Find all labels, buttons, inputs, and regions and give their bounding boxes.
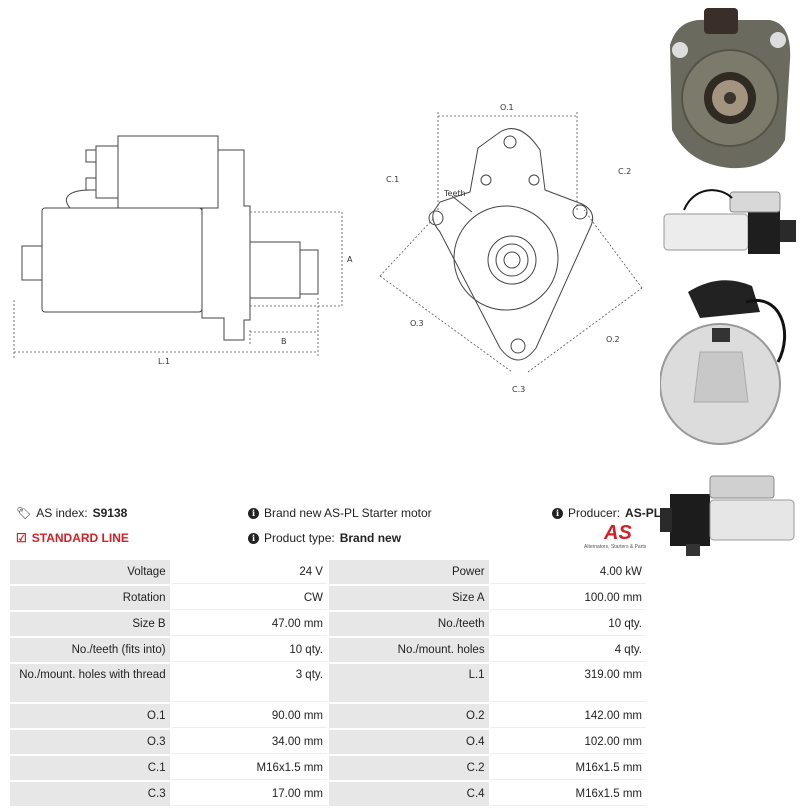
dim-label-c1: C.1 [386, 175, 399, 184]
spec-value: CW [171, 586, 327, 610]
spec-label: O.2 [328, 704, 489, 728]
spec-value: 142.00 mm [490, 704, 646, 728]
photo-front [670, 8, 791, 169]
dim-label-o2: O.2 [606, 335, 620, 344]
info-icon: i [248, 532, 259, 544]
solenoid-outline [117, 135, 219, 209]
as-pl-logo: AS Alternators, Starters & Parts [584, 522, 654, 554]
spec-value: 17.00 mm [171, 782, 327, 806]
spec-label: Size A [328, 586, 489, 610]
spec-label: L.1 [328, 664, 489, 702]
photo-rear [660, 280, 787, 445]
info-icon: i [248, 507, 259, 519]
spec-value: 34.00 mm [171, 730, 327, 754]
spec-value: 4.00 kW [490, 560, 646, 584]
technical-drawing: A B L.1 O.1 O.2 O.3 C.1 C.2 C.3 Teeth [0, 0, 660, 470]
producer-label: Producer: [568, 506, 621, 520]
brand-info: i Brand new AS-PL Starter motor [248, 506, 432, 520]
spec-value: 90.00 mm [171, 704, 327, 728]
producer-value: AS-PL [625, 506, 662, 520]
spec-label: C.2 [328, 756, 489, 780]
spec-label: No./teeth [328, 612, 489, 636]
logo-mark: AS [604, 522, 632, 544]
product-type: i Product type: Brand new [248, 531, 401, 545]
dim-label-b: B [281, 337, 287, 346]
spec-label: No./mount. holes [328, 638, 489, 662]
spec-label: O.4 [328, 730, 489, 754]
product-info: 🏷︎ AS index: S9138 ☑ STANDARD LINE i Bra… [0, 500, 800, 560]
spec-value: 10 qty. [171, 638, 327, 662]
spec-label: No./mount. holes with thread [10, 664, 170, 702]
dim-label-o1: O.1 [500, 103, 514, 112]
standard-line-label: STANDARD LINE [31, 531, 129, 545]
spec-value: 47.00 mm [171, 612, 327, 636]
dim-label-l1: L.1 [158, 357, 170, 366]
spec-value: 319.00 mm [490, 664, 646, 702]
spec-value: 4 qty. [490, 638, 646, 662]
spec-label: C.3 [10, 782, 170, 806]
spec-label: Voltage [10, 560, 170, 584]
dim-label-a: A [347, 255, 353, 264]
product-type-label: Product type: [264, 531, 335, 545]
dim-label-o3: O.3 [410, 319, 424, 328]
spec-value: M16x1.5 mm [490, 756, 646, 780]
spec-value: 100.00 mm [490, 586, 646, 610]
standard-line: ☑ STANDARD LINE [16, 531, 129, 545]
spec-value: 3 qty. [171, 664, 327, 702]
dim-label-c2: C.2 [618, 167, 631, 176]
motor-body-outline [41, 207, 203, 313]
spec-label: Size B [10, 612, 170, 636]
tag-icon: 🏷︎ [16, 506, 32, 520]
brand-text: Brand new AS-PL Starter motor [264, 506, 432, 520]
spec-value: 10 qty. [490, 612, 646, 636]
spec-label: C.1 [10, 756, 170, 780]
spec-value: 102.00 mm [490, 730, 646, 754]
checkbox-icon: ☑ [16, 531, 27, 545]
as-index-value: S9138 [92, 506, 128, 520]
producer: i Producer: AS-PL [552, 506, 661, 520]
spec-label: Power [328, 560, 489, 584]
teeth-label: Teeth [443, 189, 466, 198]
spec-label: No./teeth (fits into) [10, 638, 170, 662]
info-icon: i [552, 507, 563, 519]
dim-label-c3: C.3 [512, 385, 525, 394]
as-index: 🏷︎ AS index: S9138 [16, 506, 127, 520]
spec-label: Rotation [10, 586, 170, 610]
spec-value: 24 V [171, 560, 327, 584]
spec-label: C.4 [328, 782, 489, 806]
spec-label: O.1 [10, 704, 170, 728]
flange-outline [432, 128, 594, 361]
spec-value: M16x1.5 mm [490, 782, 646, 806]
photo-side-2 [660, 475, 795, 556]
spec-value: M16x1.5 mm [171, 756, 327, 780]
product-photos [660, 0, 800, 560]
product-type-value: Brand new [339, 531, 402, 545]
spec-label: O.3 [10, 730, 170, 754]
logo-tagline: Alternators, Starters & Parts [584, 544, 647, 550]
spec-row: No./teeth (fits into)10 qty.No./mount. h… [10, 638, 646, 662]
as-index-label: AS index: [36, 506, 88, 520]
photo-side-1 [663, 189, 796, 254]
